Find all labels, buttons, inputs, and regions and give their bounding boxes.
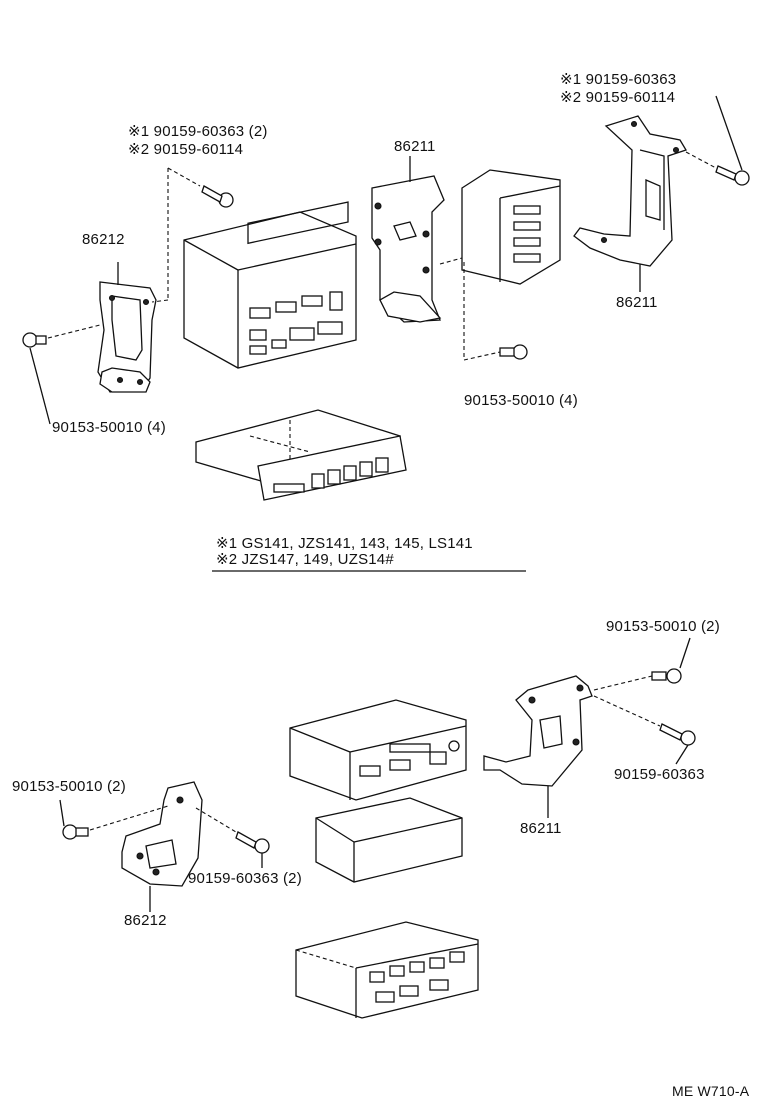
- legend-note-2: ※2 JZS147, 149, UZS14#: [216, 551, 394, 568]
- bolt-bottom-right: [593, 637, 691, 691]
- label-bot-right-bracket: 86211: [520, 820, 562, 837]
- screw-top-left: [151, 167, 234, 303]
- label-bolt-center-top: 90153-50010 (4): [464, 392, 578, 409]
- label-bot-left-bolt: 90153-50010 (2): [12, 778, 126, 795]
- bracket-86212-bottom: [121, 781, 203, 912]
- legend-note-1: ※1 GS141, JZS141, 143, 145, LS141: [216, 535, 473, 552]
- cover-box-bottom: [315, 797, 463, 883]
- screw-bottom-right: [593, 695, 696, 765]
- control-panel-bottom: [295, 921, 479, 1019]
- label-bracket-86211-right-top: 86211: [616, 294, 658, 311]
- label-bracket-86212-top: 86212: [82, 231, 125, 248]
- label-top-right-star1: ※1 90159-60363: [560, 71, 677, 88]
- bolt-bottom-left: [59, 799, 169, 840]
- cage-top: [439, 169, 561, 285]
- label-top-right-star2: ※2 90159-60114: [560, 89, 676, 106]
- bracket-86212-top: [97, 262, 157, 393]
- bracket-86211-right-top: [573, 115, 687, 292]
- screw-top-right: [685, 95, 750, 186]
- bracket-86211-bottom: [483, 675, 593, 818]
- diagram-code: ME W710-A: [672, 1083, 750, 1099]
- label-bot-right-screw: 90159-60363: [614, 766, 705, 783]
- label-bot-left-bracket: 86212: [124, 912, 167, 929]
- control-unit-top: [195, 409, 407, 501]
- label-bracket-86211-center-top: 86211: [394, 138, 436, 155]
- label-bolt-left-top: 90153-50010 (4): [52, 419, 166, 436]
- head-unit-bottom: [289, 699, 467, 801]
- label-bot-right-bolt: 90153-50010 (2): [606, 618, 720, 635]
- label-top-left-star2: ※2 90159-60114: [128, 141, 244, 158]
- bracket-86211-center-top: [371, 156, 445, 323]
- label-top-left-star1: ※1 90159-60363 (2): [128, 123, 268, 140]
- bolt-left-top: [22, 324, 101, 425]
- bolt-center-top: [463, 262, 528, 361]
- screw-bottom-left: [195, 807, 270, 868]
- label-bot-left-screw: 90159-60363 (2): [188, 870, 302, 887]
- head-unit-top: [183, 201, 357, 369]
